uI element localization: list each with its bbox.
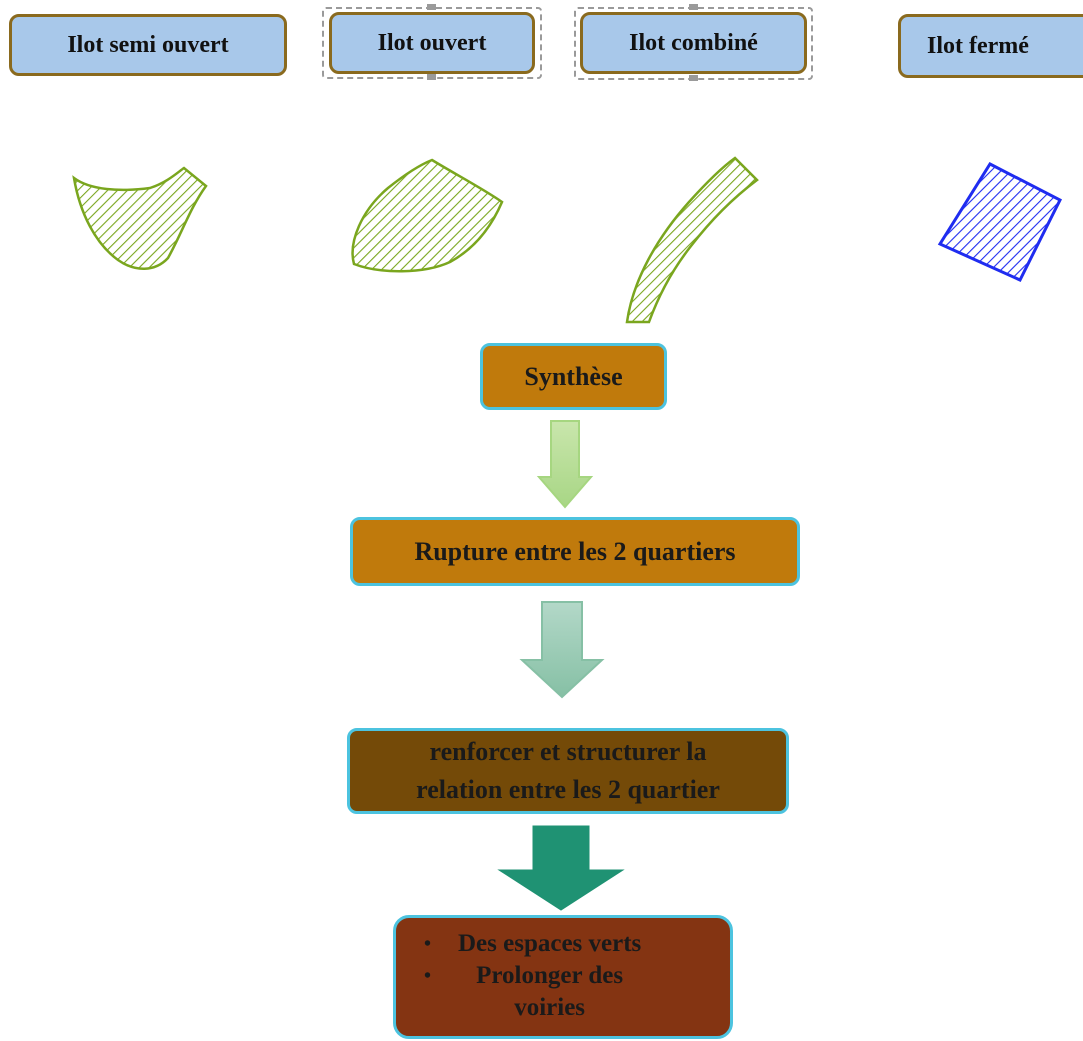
renforcer-line-1: renforcer et structurer la [429,737,707,766]
synthese-box: Synthèse [480,343,667,410]
rupture-text: Rupture entre les 2 quartiers [414,536,736,566]
arrow-down-1 [536,420,594,509]
label-ilot-ouvert[interactable]: Ilot ouvert [329,12,535,74]
ilot-semi-ouvert-shape [72,166,208,270]
synthese-text: Synthèse [524,361,623,391]
action-item-2-line-1: Prolonger des [476,962,624,989]
actions-list: • Des espaces verts • Prolonger des voir… [416,928,641,1024]
ilot-combine-shape [625,156,759,324]
renforcer-line-2: relation entre les 2 quartier [416,775,720,804]
action-item-2-line-2: voiries [514,994,586,1021]
selection-handle[interactable] [689,4,698,10]
list-item-continuation: voiries [416,992,641,1024]
list-item: • Prolonger des [416,960,641,992]
renforcer-box: renforcer et structurer la relation entr… [347,728,789,814]
list-item: • Des espaces verts [416,928,641,960]
arrow-down-2 [519,601,605,699]
bullet-icon: • [424,933,432,955]
arrow-down-3 [497,825,625,911]
label-ilot-ferme-text: Ilot fermé [927,32,1029,59]
bullet-icon: • [424,965,432,987]
selection-handle[interactable] [427,4,436,10]
label-ilot-ferme: Ilot fermé [898,14,1083,78]
actions-box: • Des espaces verts • Prolonger des voir… [393,915,733,1039]
label-ilot-semi-ouvert: Ilot semi ouvert [9,14,287,76]
selection-handle[interactable] [689,75,698,81]
label-ilot-combine[interactable]: Ilot combiné [580,12,807,74]
label-ilot-semi-ouvert-text: Ilot semi ouvert [67,31,229,58]
rupture-box: Rupture entre les 2 quartiers [350,517,800,586]
ilot-ferme-shape [937,162,1063,282]
selection-handle[interactable] [427,74,436,80]
ilot-ouvert-shape [351,158,504,273]
action-item-1: Des espaces verts [458,930,642,957]
label-ilot-combine-text: Ilot combiné [629,29,758,56]
label-ilot-ouvert-text: Ilot ouvert [377,29,487,56]
